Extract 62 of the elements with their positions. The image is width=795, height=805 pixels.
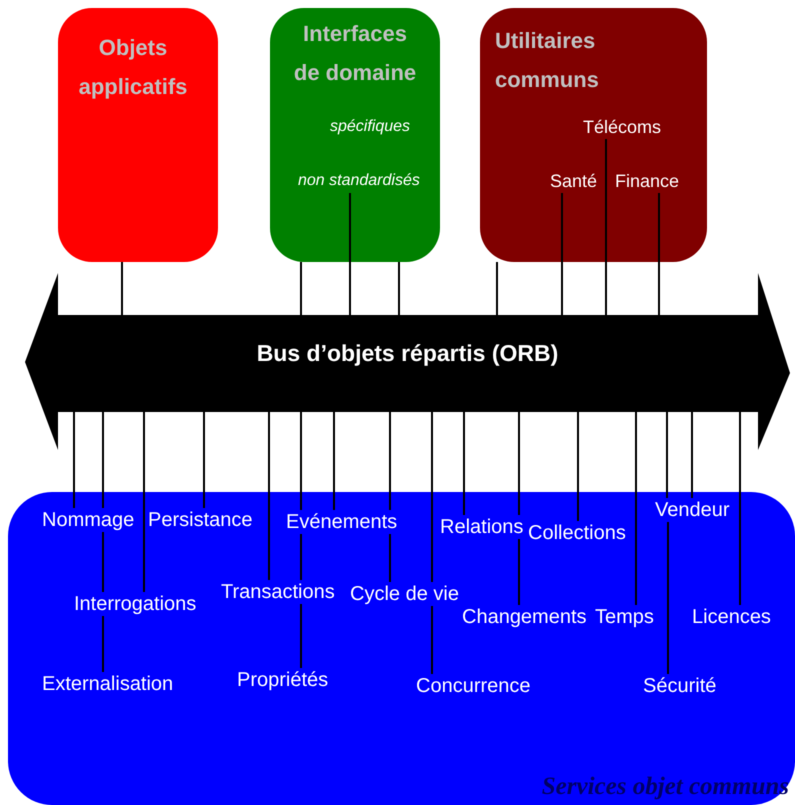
connector-line [102, 412, 104, 508]
connector-line [73, 412, 75, 508]
service-label: Sécurité [643, 674, 716, 698]
service-label: Externalisation [42, 672, 174, 696]
connector-line [666, 412, 668, 498]
connector-line [203, 412, 205, 508]
category-label: Télécoms [583, 115, 662, 139]
category-panel [480, 8, 707, 262]
service-label: Relations [440, 515, 524, 539]
connector-line [121, 262, 123, 315]
panel-heading: Objets applicatifs [78, 34, 188, 101]
service-label: Cycle de vie [350, 582, 459, 606]
service-label: Nommage [42, 508, 134, 532]
connector-line [300, 412, 302, 510]
connector-line [518, 539, 520, 605]
connector-line [333, 412, 335, 510]
connector-line [431, 412, 433, 582]
connector-line [398, 262, 400, 315]
service-label: Evénements [286, 510, 398, 534]
connector-line [143, 412, 145, 592]
connector-line [577, 412, 579, 521]
panel-heading: Interfaces de domaine [292, 20, 418, 87]
connector-line [658, 193, 660, 315]
category-label: spécifiques [330, 115, 410, 139]
service-label: Concurrence [416, 674, 531, 698]
connector-line [691, 412, 693, 498]
service-label: Collections [528, 521, 626, 545]
panel-heading: Utilitaires communs [495, 27, 600, 94]
category-panel [270, 8, 440, 262]
connector-line [561, 193, 563, 315]
panel-heading: Services objet communs [542, 775, 789, 799]
service-label: Vendeur [655, 498, 730, 522]
connector-line [349, 193, 351, 315]
connector-line [268, 412, 270, 580]
category-label: Santé [550, 169, 598, 193]
connector-line [102, 532, 104, 592]
bus-label: Bus d’objets répartis (ORB) [256, 341, 560, 365]
service-label: Persistance [148, 508, 252, 532]
connector-line [102, 616, 104, 672]
connector-line [667, 522, 669, 674]
service-label: Propriétés [237, 668, 328, 692]
connector-line [463, 412, 465, 515]
services-panel [8, 492, 795, 805]
connector-line [496, 262, 498, 315]
connector-line [300, 262, 302, 315]
connector-line [635, 412, 637, 605]
service-label: Transactions [221, 580, 335, 604]
service-label: Changements [462, 605, 587, 629]
connector-line [389, 534, 391, 582]
connector-line [300, 604, 302, 668]
category-panel [58, 8, 218, 262]
service-label: Interrogations [74, 592, 196, 616]
service-label: Temps [595, 605, 654, 629]
connector-line [431, 606, 433, 674]
connector-line [389, 412, 391, 510]
connector-line [300, 534, 302, 580]
category-label: Finance [615, 169, 680, 193]
service-label: Licences [692, 605, 771, 629]
connector-line [739, 412, 741, 605]
connector-line [518, 412, 520, 515]
connector-line [605, 139, 607, 315]
category-label: non standardisés [298, 169, 420, 193]
